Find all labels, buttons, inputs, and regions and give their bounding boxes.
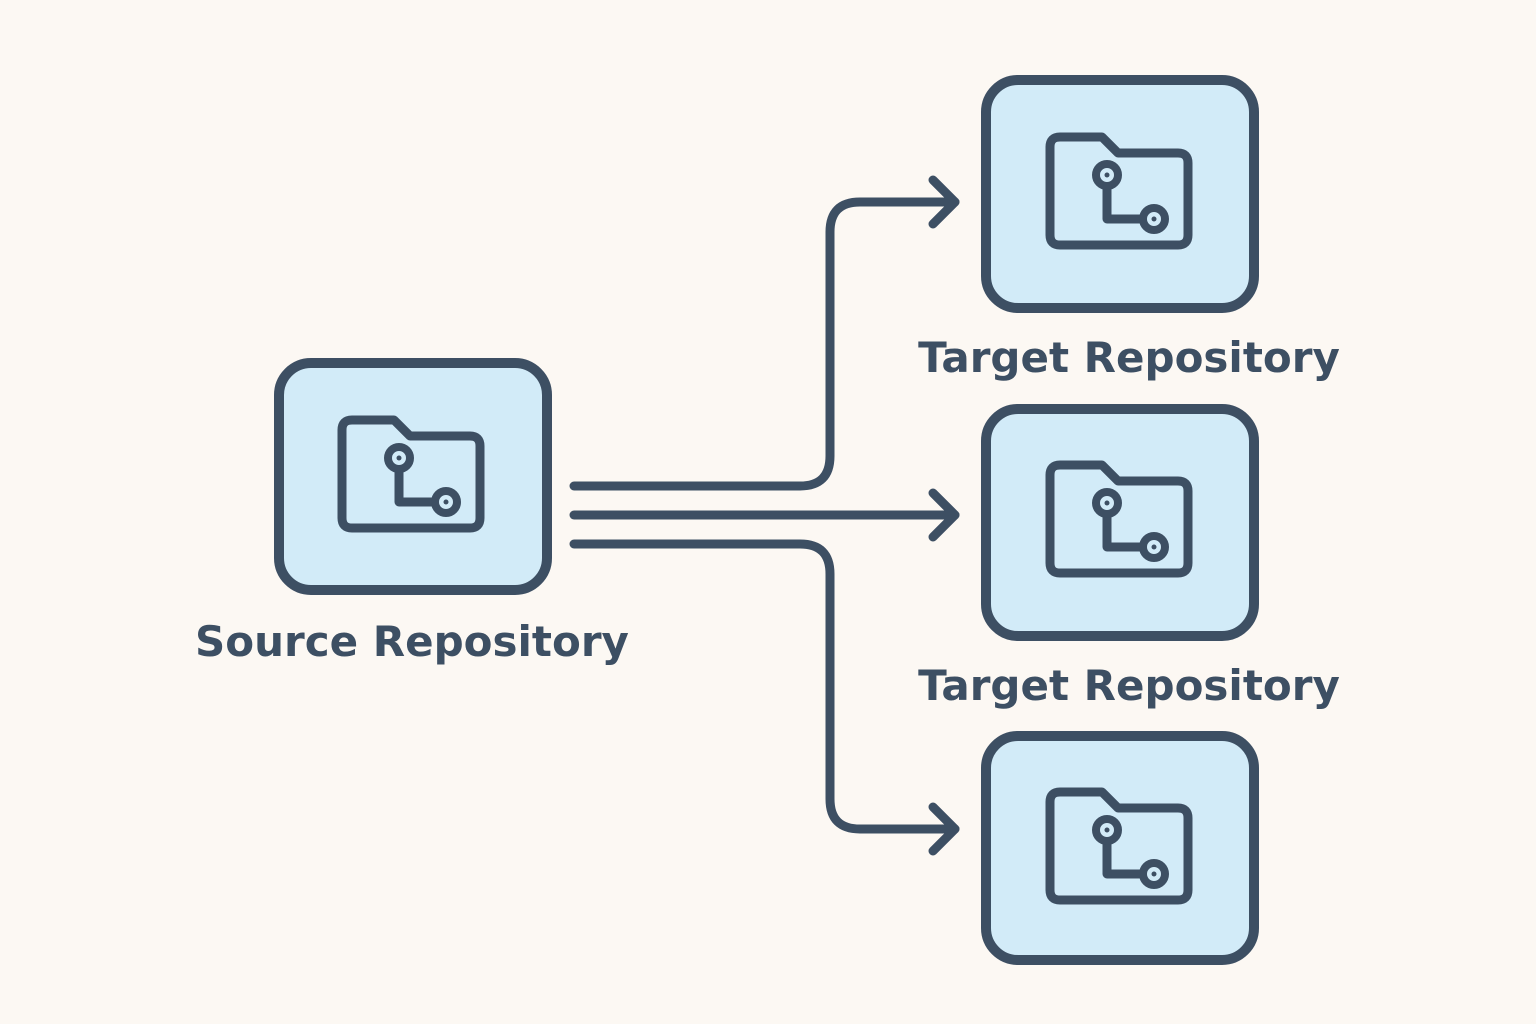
arrowhead-target-3 (928, 802, 960, 856)
target-repository-label-1: Target Repository (918, 333, 1340, 382)
connector-to-target-1 (569, 197, 960, 491)
connector-to-target-3 (569, 539, 960, 834)
source-repository-node: Source Repository (195, 358, 629, 666)
target-repository-node-1: Target Repository (918, 75, 1340, 382)
connectors (569, 175, 960, 856)
arrowhead-target-1 (928, 175, 960, 229)
arrowhead-target-2 (928, 488, 960, 542)
target-repository-label-2: Target Repository (918, 661, 1340, 710)
target-repository-node-2: Target Repository (918, 404, 1340, 710)
target-repository-box-1 (981, 75, 1259, 313)
source-repository-label: Source Repository (195, 617, 629, 666)
target-repository-node-3 (981, 731, 1259, 965)
source-repository-box (274, 358, 552, 595)
target-repository-box-3 (981, 731, 1259, 965)
target-repository-box-2 (981, 404, 1259, 641)
